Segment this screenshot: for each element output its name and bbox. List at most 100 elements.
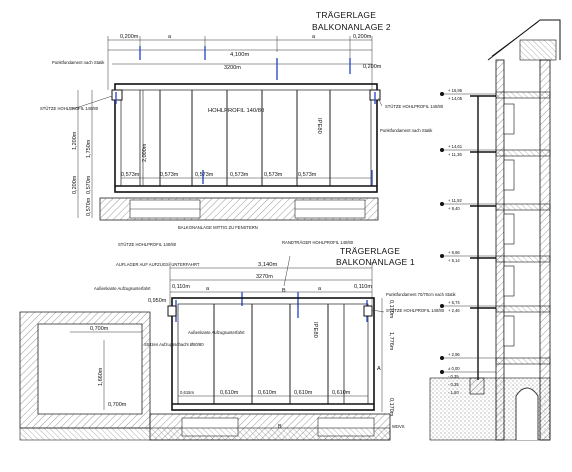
upper-dim-a-left: a bbox=[168, 34, 172, 40]
upper-dim-a-right: a bbox=[312, 34, 316, 40]
section-level-4: + 8,66 bbox=[448, 250, 460, 255]
lower-dim-0700: 0,700m bbox=[90, 326, 109, 332]
building-section: + 16,95 + 14,61 + 11,92 + 8,66 + 5,74 + … bbox=[429, 19, 561, 441]
lower-dim-b2: B bbox=[278, 424, 282, 430]
section-level-labels: + 16,95 + 14,61 + 11,92 + 8,66 + 5,74 + … bbox=[448, 88, 463, 395]
lower-ipe-label: IPE80 bbox=[312, 322, 318, 338]
upper-balcony-frame bbox=[114, 83, 378, 193]
upper-dim-top-right: 0,200m bbox=[353, 34, 372, 40]
lower-title-line1: TRÄGERLAGE bbox=[340, 246, 400, 256]
upper-dim-mid-v: 2,000m bbox=[142, 143, 148, 162]
lower-stutze-aufzug: Stützen Aufzugsschacht Ø80/80 bbox=[144, 342, 204, 347]
section-level-1: + 16,95 bbox=[448, 88, 463, 93]
upper-spacing-3: 0,573m bbox=[195, 172, 214, 178]
upper-note-punkt-left: Punktfundament nach Statik bbox=[52, 60, 105, 65]
lower-spacing-3: 0,610m bbox=[294, 390, 313, 396]
section-sublevel-1: + 14,05 bbox=[448, 96, 463, 101]
lower-dim-0950: 0,950m bbox=[148, 298, 167, 304]
lower-dim-1660: 1,660m bbox=[98, 367, 104, 386]
section-windows bbox=[503, 103, 515, 347]
upper-column-left bbox=[111, 89, 123, 101]
lower-spacing-left: 0,615m bbox=[180, 390, 194, 395]
upper-spacing-2: 0,573m bbox=[160, 172, 179, 178]
section-level-3: + 11,92 bbox=[448, 198, 462, 203]
lower-punkt-right: Punktfundament 70/70cm nach Statik bbox=[386, 292, 457, 297]
lower-spacing-labels: 0,610m 0,610m 0,610m 0,610m bbox=[220, 390, 351, 396]
lower-joists bbox=[213, 304, 345, 404]
lower-stutze-right: STÜTZE HOHLPROFIL 140/80 bbox=[386, 308, 445, 313]
lower-dim-a-left: a bbox=[206, 286, 210, 292]
upper-dim-left-v1: 1,750m bbox=[86, 139, 92, 158]
lower-base-wall bbox=[19, 427, 391, 441]
section-level-markers bbox=[440, 92, 496, 374]
upper-spacing-4: 0,573m bbox=[230, 172, 249, 178]
lower-randtraeger-label: RANDTRÄGER HOHLPROFIL 140/80 bbox=[282, 240, 354, 245]
lower-title-line2: BALKONANLAGE 1 bbox=[336, 257, 415, 267]
section-level-8: - 0,35 bbox=[448, 374, 459, 379]
upper-ipe-label: IPE80 bbox=[316, 118, 322, 134]
upper-dim-span: 4,100m bbox=[230, 52, 250, 58]
upper-dim-left-v5: 0,570m bbox=[86, 197, 92, 216]
upper-profile-label: HOHLPROFIL 140/80 bbox=[208, 108, 264, 114]
upper-dim-left-v2: 1,200m bbox=[72, 131, 78, 150]
upper-stutze-left: STÜTZE HOHLPROFIL 140/80 bbox=[40, 106, 99, 111]
section-sublevel-3: + 8,40 bbox=[448, 206, 460, 211]
upper-title-line2: BALKONANLAGE 2 bbox=[312, 22, 391, 32]
lower-auflager-label: AUFLAGER AUF AUFZUGS- UNTERFAHRT bbox=[116, 262, 200, 267]
section-sublevel-2: + 11,36 bbox=[448, 152, 462, 157]
section-level-5: + 5,74 bbox=[448, 300, 460, 305]
upper-plan: TRÄGERLAGE BALKONANLAGE 2 0,200m a a 0,2… bbox=[40, 10, 444, 230]
section-level-2: + 14,61 bbox=[448, 144, 463, 149]
lower-column-left bbox=[167, 305, 177, 317]
upper-dim-left-v3: 0,200m bbox=[72, 175, 78, 194]
section-level-6: + 2,96 bbox=[448, 352, 460, 357]
upper-spacing-5: 0,573m bbox=[264, 172, 283, 178]
lower-dim-right-v3: 0,170m bbox=[388, 398, 394, 417]
upper-joists bbox=[139, 90, 331, 186]
upper-dim-right-small: 0,200m bbox=[363, 64, 382, 70]
lower-spacing-2: 0,610m bbox=[258, 390, 277, 396]
upper-leader-right bbox=[377, 97, 383, 107]
lower-dim-inner: 3270m bbox=[256, 274, 273, 280]
upper-note-punkt-right: Punktfundament nach Statik bbox=[380, 128, 433, 133]
lower-spacing-4: 0,610m bbox=[332, 390, 351, 396]
lower-elevator-pit-walls bbox=[19, 311, 151, 429]
lower-dim-left-small: 0,110m bbox=[172, 284, 190, 290]
lower-dim-b: B bbox=[282, 288, 286, 294]
lower-aussenkante2: Außenkante Aufzugsunterfahrt bbox=[94, 286, 151, 291]
upper-caption: BALKONANLAGE MITTIG ZU FENSTERN bbox=[178, 225, 258, 230]
section-sublevel-4: + 5,14 bbox=[448, 258, 460, 263]
lower-spacing-1: 0,610m bbox=[220, 390, 239, 396]
lower-dim-a-v: A bbox=[377, 366, 381, 372]
lower-column-right bbox=[363, 305, 373, 317]
section-arch-opening bbox=[515, 387, 539, 440]
upper-spacing-6: 0,573m bbox=[298, 172, 317, 178]
section-sublevel-5: + 2,46 bbox=[448, 308, 460, 313]
upper-dim-inner: 3200m bbox=[224, 65, 241, 71]
section-floors bbox=[495, 91, 551, 365]
upper-dim-top-left: 0,200m bbox=[120, 34, 139, 40]
upper-stutze-right: STÜTZE HOHLPROFIL 140/80 bbox=[385, 104, 444, 109]
lower-randtraeger-leader bbox=[283, 255, 291, 287]
lower-dim-a-right: a bbox=[318, 286, 322, 292]
lower-dim-right-v1: 1,776m bbox=[388, 332, 394, 351]
lower-balcony-frame bbox=[171, 297, 375, 411]
lower-dim-span: 3,140m bbox=[258, 262, 278, 268]
lower-dim-0700b: 0,700m bbox=[108, 402, 127, 408]
lower-stutze-label: STÜTZE HOHLPROFIL 140/80 bbox=[118, 242, 177, 247]
section-roof-inner bbox=[491, 21, 539, 57]
lower-dim-right-v2: 0,170m bbox=[388, 300, 394, 319]
lower-balcony-inner bbox=[177, 303, 369, 405]
upper-spacing-labels: 0,573m 0,573m 0,573m 0,573m 0,573m 0,573… bbox=[121, 172, 317, 178]
upper-leader-left bbox=[69, 95, 113, 111]
upper-spacing-1: 0,573m bbox=[121, 172, 140, 178]
lower-wdvs: WDVS bbox=[392, 424, 405, 429]
section-level-7: ± 0,00 bbox=[448, 366, 460, 371]
upper-title-line1: TRÄGERLAGE bbox=[316, 10, 376, 20]
lower-aussenkante: Außenkante Aufzugsunterfahrt bbox=[188, 330, 245, 335]
lower-plan: TRÄGERLAGE BALKONANLAGE 1 STÜTZE HOHLPRO… bbox=[19, 240, 457, 441]
upper-dim-left-v4: 0,570m bbox=[86, 175, 92, 194]
lower-dim-right-small: 0,110m bbox=[354, 284, 372, 290]
section-roof-block bbox=[519, 39, 557, 61]
